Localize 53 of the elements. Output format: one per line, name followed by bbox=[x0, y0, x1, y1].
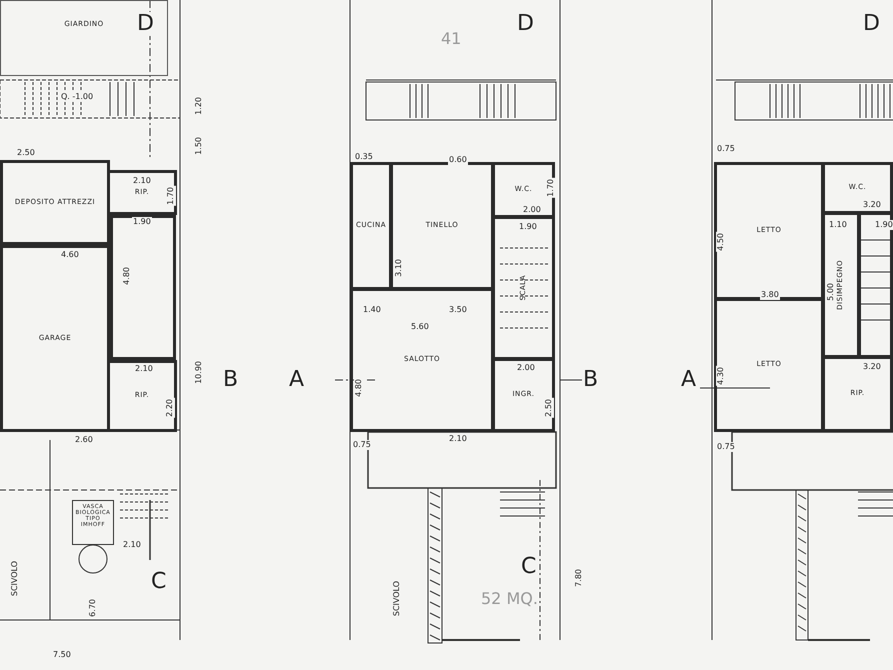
handwritten-note: 52 MQ. bbox=[480, 590, 539, 608]
stairwell bbox=[110, 215, 176, 360]
dimension-label: 1.10 bbox=[828, 220, 848, 230]
dimension-label: 3.20 bbox=[862, 362, 882, 372]
dimension-label: 1.90 bbox=[874, 220, 893, 230]
garden-area bbox=[0, 0, 168, 76]
dimension-label: 1.50 bbox=[194, 136, 204, 156]
dimension-label: 7.50 bbox=[52, 650, 72, 660]
dimension-label: 4.50 bbox=[716, 232, 726, 252]
dimension-label: 2.10 bbox=[122, 540, 142, 550]
dimension-label: 0.75 bbox=[716, 442, 736, 452]
room bbox=[107, 360, 177, 432]
dimension-label: 4.80 bbox=[122, 266, 132, 286]
area-label: SCIVOLO bbox=[392, 580, 402, 618]
dimension-label: 1.90 bbox=[132, 217, 152, 227]
dimension-label: 5.00 bbox=[826, 282, 836, 302]
dimension-label: 4.60 bbox=[60, 250, 80, 260]
dimension-label: 1.70 bbox=[166, 186, 176, 206]
dimension-label: 4.30 bbox=[716, 366, 726, 386]
dimension-label: 0.60 bbox=[448, 155, 468, 165]
dimension-label: 0.75 bbox=[352, 440, 372, 450]
dimension-label: 7.80 bbox=[574, 568, 584, 588]
dimension-label: 1.70 bbox=[546, 178, 556, 198]
room bbox=[822, 356, 893, 432]
dimension-label: 2.10 bbox=[134, 364, 154, 374]
dimension-label: 3.20 bbox=[862, 200, 882, 210]
room bbox=[0, 245, 110, 432]
dimension-label: 6.70 bbox=[88, 598, 98, 618]
dimension-label: 4.80 bbox=[354, 378, 364, 398]
dimension-label: 3.10 bbox=[394, 258, 404, 278]
dimension-label: 2.60 bbox=[74, 435, 94, 445]
dimension-label: 3.50 bbox=[448, 305, 468, 315]
dimension-label: 2.00 bbox=[516, 363, 536, 373]
dimension-label: 3.80 bbox=[760, 290, 780, 300]
dimension-label: 10.90 bbox=[194, 360, 204, 385]
dimension-label: 2.10 bbox=[132, 176, 152, 186]
room bbox=[0, 160, 110, 245]
dimension-label: 2.50 bbox=[16, 148, 36, 158]
room bbox=[492, 358, 555, 432]
area-label: SCIVOLO bbox=[10, 560, 20, 598]
dimension-label: 2.00 bbox=[522, 205, 542, 215]
dimension-label: 1.20 bbox=[194, 96, 204, 116]
dimension-label: 5.60 bbox=[410, 322, 430, 332]
dimension-label: 2.10 bbox=[448, 434, 468, 444]
septic-tank bbox=[72, 500, 114, 545]
dimension-label: 1.90 bbox=[518, 222, 538, 232]
dimension-label: 2.50 bbox=[544, 398, 554, 418]
dimension-label: 2.20 bbox=[165, 398, 175, 418]
dimension-label: 0.75 bbox=[716, 144, 736, 154]
dimension-label: 0.35 bbox=[354, 152, 374, 162]
area-label: Q. -1.00 bbox=[60, 92, 94, 102]
section-mark: D bbox=[136, 12, 155, 36]
dimension-label: 1.40 bbox=[362, 305, 382, 315]
